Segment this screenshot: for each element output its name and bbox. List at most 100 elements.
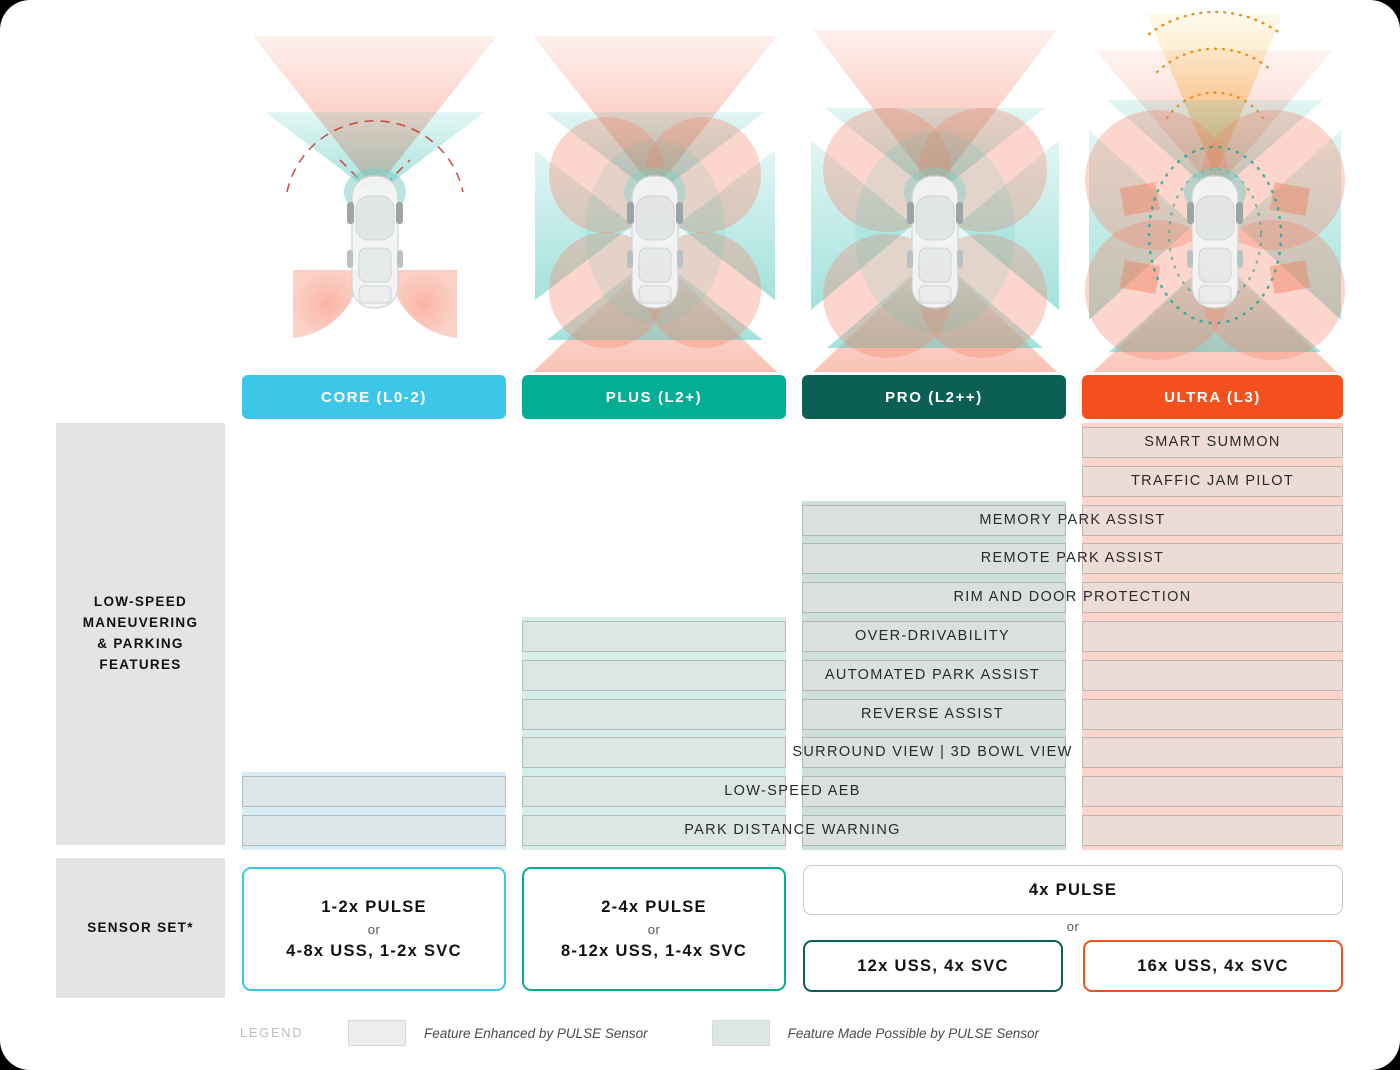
feature-row[interactable]: RIM AND DOOR PROTECTION [0,582,1400,614]
ultra-near-field-dotted [1147,145,1283,325]
feature-label: LOW-SPEED AEB [724,783,861,800]
feature-cell-pro[interactable] [802,776,1066,808]
sensor-set-ultra-alt-label: 16x USS, 4x SVC [1137,956,1289,975]
tier-header-core[interactable]: CORE (L0-2) [242,375,506,419]
sensor-set-core-or: or [367,921,381,937]
feature-cell-core[interactable] [242,776,506,808]
category-label-parking-text: LOW-SPEED MANEUVERING & PARKING FEATURES [83,592,199,676]
feature-cell-pro[interactable] [802,815,1066,846]
sensor-coverage-diagrams [0,0,1400,372]
feature-row[interactable]: REMOTE PARK ASSIST [0,543,1400,575]
feature-label: MEMORY PARK ASSIST [979,511,1166,528]
legend-title: LEGEND [240,1026,304,1040]
tier-header-plus-label: PLUS (L2+) [605,388,703,406]
sensor-set-core-primary: 1-2x PULSE [321,897,427,916]
feature-cell-plus[interactable] [522,776,786,808]
feature-cell-plus[interactable] [522,659,786,691]
feature-label: REVERSE ASSIST [861,705,1004,722]
feature-cell-ultra[interactable] [1082,504,1343,536]
feature-row[interactable]: MEMORY PARK ASSIST [0,504,1400,536]
feature-label: OVER-DRIVABILITY [854,628,1011,644]
feature-cell-ultra[interactable] [1082,737,1343,769]
category-label-line: LOW-SPEED [93,594,188,610]
feature-row[interactable]: SURROUND VIEW | 3D BOWL VIEW [0,737,1400,769]
sensor-set-core-alt: 4-8x USS, 1-2x SVC [286,941,462,960]
category-label-line: & PARKING [97,636,184,651]
sensor-set-shared-pulse[interactable]: 4x PULSE [803,865,1343,915]
sensor-set-pro-alt[interactable]: 12x USS, 4x SVC [803,940,1063,992]
legend-swatch-possible [711,1020,770,1046]
core-front-camera-cone [265,112,485,195]
feature-cell-ultra[interactable] [1082,621,1343,652]
feature-label: SMART SUMMON [1144,434,1281,450]
feature-cell-pro[interactable] [802,543,1066,575]
sensor-set-plus-or: or [647,921,661,937]
feature-row[interactable]: REVERSE ASSIST [0,698,1400,730]
tier-header-ultra[interactable]: ULTRA (L3) [1082,375,1343,419]
feature-cell-plus[interactable] [522,737,786,769]
core-vehicle-topview [344,168,406,309]
feature-cell-pro[interactable] [802,698,1066,730]
category-label-sensor-text: SENSOR SET* [87,919,194,935]
feature-cell-ultra[interactable] [1082,543,1343,575]
feature-label: TRAFFIC JAM PILOT [1130,472,1295,489]
feature-cell-ultra[interactable] [1082,815,1343,846]
diagram-plus [515,0,795,372]
feature-row[interactable]: PARK DISTANCE WARNING [0,815,1400,846]
feature-row[interactable]: SMART SUMMON [0,427,1400,458]
feature-row[interactable]: AUTOMATED PARK ASSIST [0,659,1400,691]
feature-cell-pro[interactable] [802,504,1066,536]
sensor-set-pro-alt-label: 12x USS, 4x SVC [857,956,1009,975]
category-label-parking: LOW-SPEED MANEUVERING & PARKING FEATURES [56,423,225,845]
feature-cell-core[interactable] [242,815,506,846]
sensor-set-plus-alt: 8-12x USS, 1-4x SVC [560,941,748,960]
feature-label: SURROUND VIEW | 3D BOWL VIEW [792,744,1073,761]
feature-cell-ultra[interactable] [1082,698,1343,730]
diagram-ultra [1075,0,1355,372]
pro-vehicle-topview [904,168,966,309]
legend-text-enhanced: Feature Enhanced by PULSE Sensor [424,1025,648,1041]
feature-cell-ultra[interactable] [1082,659,1343,691]
sensor-set-shared-label: 4x PULSE [1028,880,1118,899]
feature-cell-plus[interactable] [522,621,786,652]
plus-svc-cones [535,112,775,340]
feature-cell-ultra[interactable] [1082,465,1343,497]
diagram-pro [795,0,1075,372]
legend-text-possible: Feature Made Possible by PULSE Sensor [787,1025,1040,1041]
feature-cell-ultra[interactable] [1082,427,1343,458]
feature-cell-pro[interactable] [802,737,1066,769]
feature-cell-pro[interactable] [802,582,1066,614]
sensor-set-core[interactable]: 1-2x PULSE or 4-8x USS, 1-2x SVC [242,867,506,991]
tier-header-core-label: CORE (L0-2) [321,388,427,406]
core-rear-wedges [293,270,457,338]
feature-label: PARK DISTANCE WARNING [684,822,901,838]
legend: LEGEND Feature Enhanced by PULSE Sensor … [240,1018,1039,1048]
category-label-line: MANEUVERING [82,615,199,631]
sensor-set-plus-primary: 2-4x PULSE [601,897,707,916]
feature-row[interactable]: OVER-DRIVABILITY [0,621,1400,652]
sensor-set-plus[interactable]: 2-4x PULSE or 8-12x USS, 1-4x SVC [522,867,786,991]
tier-header-pro-label: PRO (L2++) [885,388,983,406]
tier-header-plus[interactable]: PLUS (L2+) [522,375,786,419]
sensor-set-or-separator: or [1066,919,1080,934]
category-label-sensor: SENSOR SET* [56,858,225,998]
category-label-line: FEATURES [99,656,182,672]
legend-swatch-enhanced [348,1020,406,1046]
feature-cell-pro[interactable] [802,659,1066,691]
sensor-set-ultra-alt[interactable]: 16x USS, 4x SVC [1083,940,1343,992]
feature-row[interactable]: LOW-SPEED AEB [0,776,1400,808]
feature-label: AUTOMATED PARK ASSIST [824,666,1041,683]
feature-row[interactable]: TRAFFIC JAM PILOT [0,465,1400,497]
feature-cell-plus[interactable] [522,698,786,730]
ultra-vehicle-topview [1184,168,1246,309]
feature-cell-plus[interactable] [522,815,786,846]
tier-header-pro[interactable]: PRO (L2++) [802,375,1066,419]
feature-cell-ultra[interactable] [1082,582,1343,614]
feature-cell-pro[interactable] [802,621,1066,652]
diagram-core [235,0,515,372]
feature-cell-ultra[interactable] [1082,776,1343,808]
feature-label: REMOTE PARK ASSIST [980,550,1165,567]
tier-header-ultra-label: ULTRA (L3) [1164,388,1261,406]
